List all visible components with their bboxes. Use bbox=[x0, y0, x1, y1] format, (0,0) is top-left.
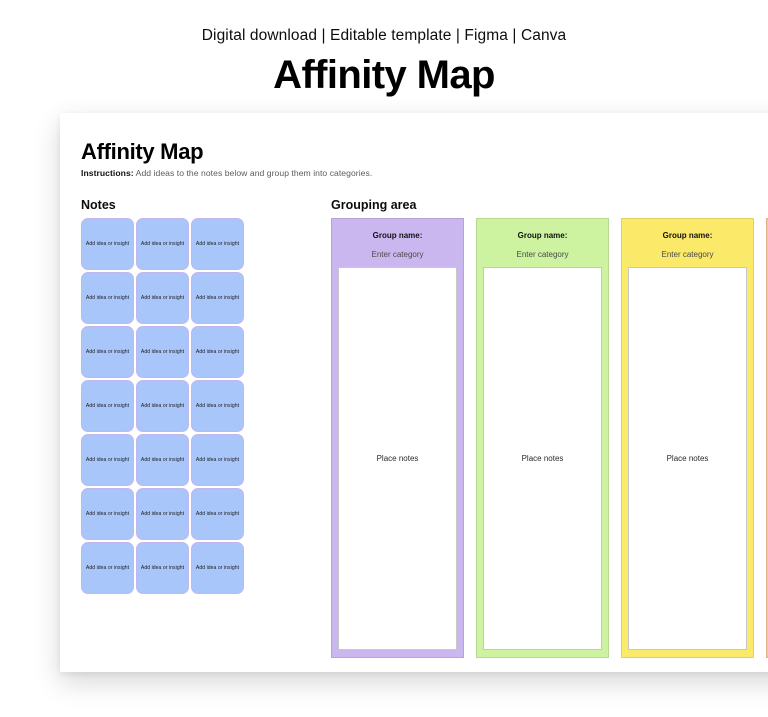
promo-line: Digital download | Editable template | F… bbox=[201, 27, 567, 44]
group-header: Group name: Enter category bbox=[622, 219, 753, 259]
sticky-note[interactable]: Add idea or insight bbox=[136, 272, 189, 324]
group-category-input[interactable]: Enter category bbox=[516, 250, 569, 259]
sticky-note[interactable]: Add idea or insight bbox=[191, 218, 244, 270]
page-header: Digital download | Editable template | F… bbox=[0, 0, 768, 97]
sticky-note[interactable]: Add idea or insight bbox=[191, 542, 244, 594]
sticky-note[interactable]: Add idea or insight bbox=[81, 272, 134, 324]
group-header: Group name: Enter category bbox=[477, 219, 608, 259]
sticky-note[interactable]: Add idea or insight bbox=[81, 434, 134, 486]
group-category-input[interactable]: Enter category bbox=[371, 250, 424, 259]
sticky-note[interactable]: Add idea or insight bbox=[81, 218, 134, 270]
group-name-label: Group name: bbox=[372, 231, 423, 240]
template-card: Affinity Map Instructions: Add ideas to … bbox=[60, 113, 768, 672]
sticky-note[interactable]: Add idea or insight bbox=[81, 488, 134, 540]
instructions-label: Instructions: bbox=[81, 168, 134, 178]
sticky-note[interactable]: Add idea or insight bbox=[191, 434, 244, 486]
page-title: Affinity Map bbox=[273, 52, 495, 97]
group-name-label: Group name: bbox=[662, 231, 713, 240]
group-dropzone[interactable]: Place notes bbox=[628, 267, 747, 650]
sticky-note[interactable]: Add idea or insight bbox=[191, 380, 244, 432]
group-dropzone[interactable]: Place notes bbox=[483, 267, 602, 650]
sticky-note[interactable]: Add idea or insight bbox=[81, 326, 134, 378]
sticky-note[interactable]: Add idea or insight bbox=[136, 542, 189, 594]
sticky-note[interactable]: Add idea or insight bbox=[191, 488, 244, 540]
sticky-note[interactable]: Add idea or insight bbox=[81, 380, 134, 432]
notes-section-heading: Notes bbox=[81, 198, 116, 212]
sticky-note[interactable]: Add idea or insight bbox=[81, 542, 134, 594]
card-title: Affinity Map bbox=[81, 139, 204, 164]
group-dropzone[interactable]: Place notes bbox=[338, 267, 457, 650]
group-name-label: Group name: bbox=[517, 231, 568, 240]
sticky-note[interactable]: Add idea or insight bbox=[136, 218, 189, 270]
group-header: Group name: Enter category bbox=[332, 219, 463, 259]
grouping-section-heading: Grouping area bbox=[331, 198, 417, 212]
sticky-note[interactable]: Add idea or insight bbox=[136, 488, 189, 540]
sticky-note[interactable]: Add idea or insight bbox=[136, 380, 189, 432]
sticky-note[interactable]: Add idea or insight bbox=[191, 272, 244, 324]
group-category-input[interactable]: Enter category bbox=[661, 250, 714, 259]
card-instructions: Instructions: Add ideas to the notes bel… bbox=[81, 168, 372, 178]
instructions-text: Add ideas to the notes below and group t… bbox=[133, 168, 373, 178]
sticky-note[interactable]: Add idea or insight bbox=[136, 326, 189, 378]
sticky-note[interactable]: Add idea or insight bbox=[136, 434, 189, 486]
sticky-note[interactable]: Add idea or insight bbox=[191, 326, 244, 378]
